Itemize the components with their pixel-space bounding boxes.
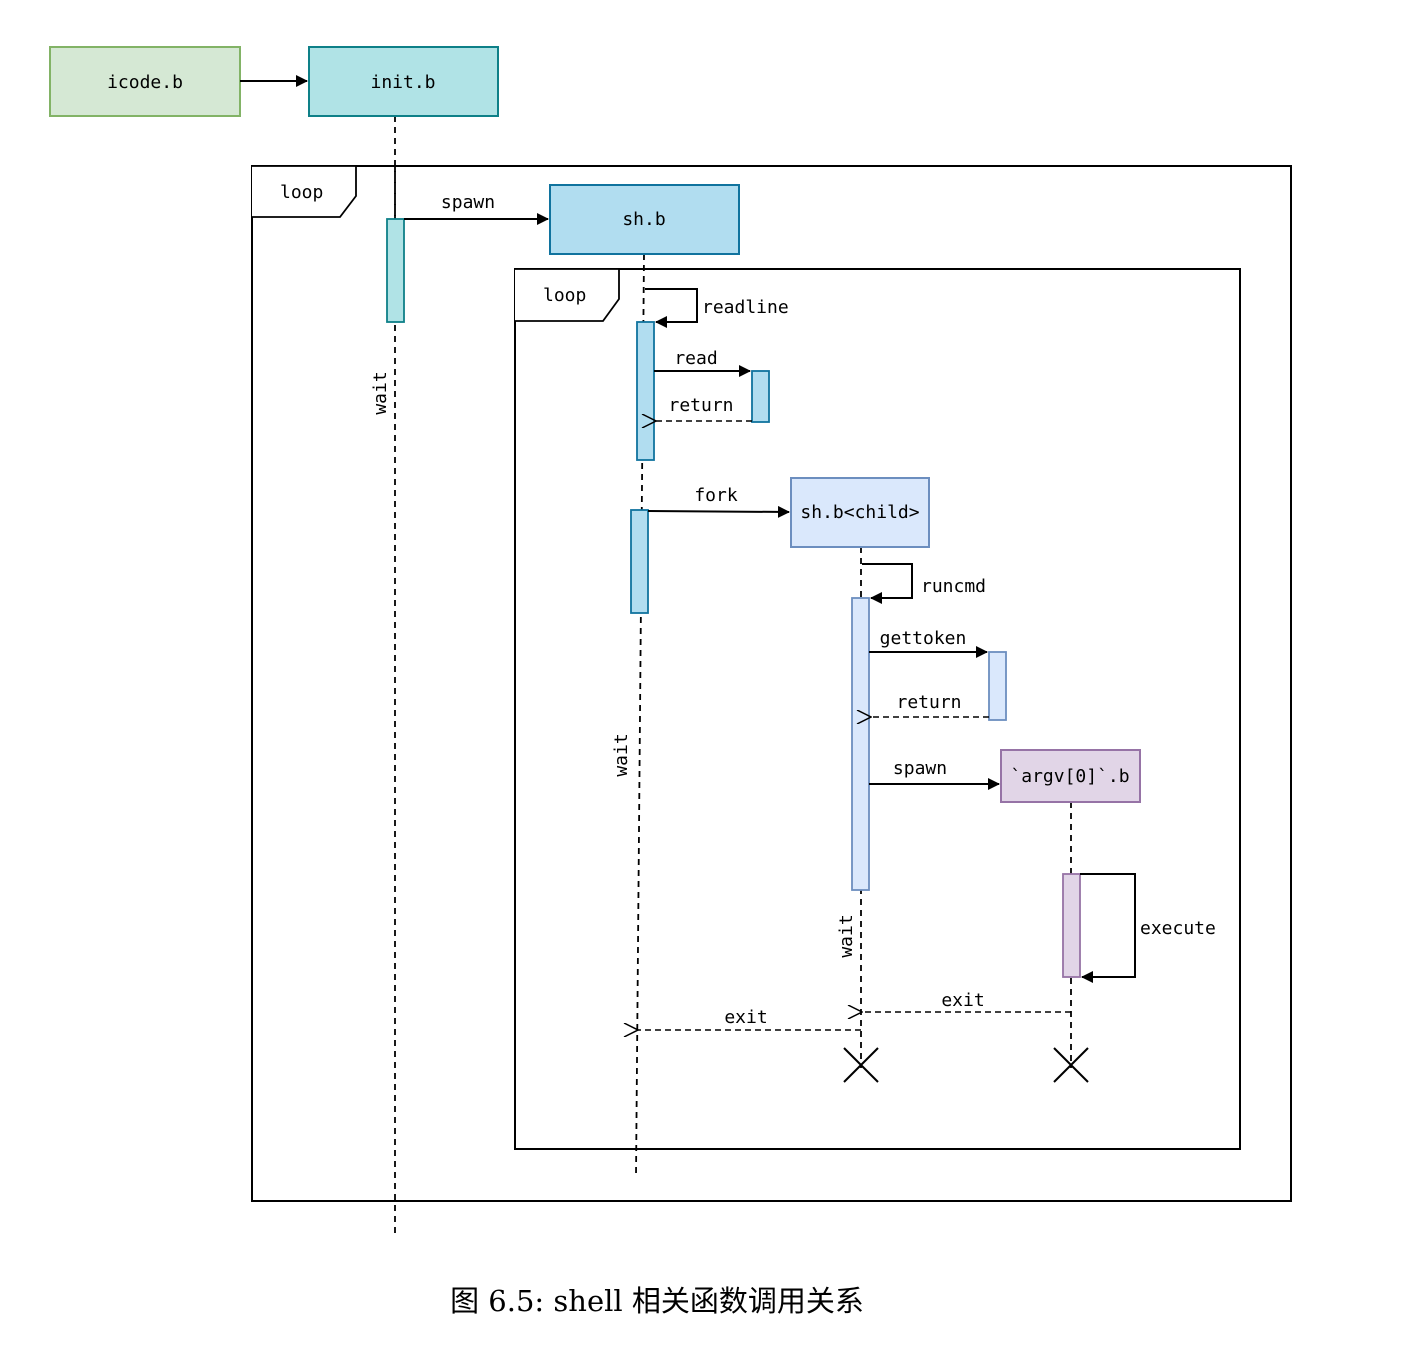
execute-label: execute: [1140, 918, 1216, 939]
argv-destroy-icon: [1053, 1047, 1089, 1083]
init-wait-label: wait: [370, 371, 391, 414]
runcmd-arrow: [862, 563, 913, 604]
outer-loop-frame: [251, 165, 1292, 1202]
sh-label: sh.b: [622, 209, 665, 230]
readline-label: readline: [702, 297, 789, 318]
init-label: init.b: [370, 72, 435, 93]
gettoken-activation: [988, 651, 1007, 721]
inner-loop-tab: [515, 268, 620, 322]
icode-participant: [49, 46, 241, 117]
spawn-argv-label: spawn: [893, 758, 947, 779]
read-label: read: [674, 348, 717, 369]
inner-loop-frame: [514, 268, 1241, 1150]
init-activation: [386, 218, 405, 323]
fork-label: fork: [694, 485, 738, 506]
argv-activation: [1062, 873, 1081, 978]
gettoken-return-label: return: [896, 692, 961, 713]
child-label: sh.b<child>: [800, 502, 919, 523]
child-participant: [790, 477, 930, 548]
child-destroy-icon: [843, 1047, 879, 1083]
read-activation: [751, 370, 770, 423]
child-activation: [851, 597, 870, 891]
exit-child-label: exit: [724, 1007, 767, 1028]
sh-activation-2: [630, 509, 649, 614]
sh-participant: [549, 184, 740, 255]
sh-wait-label: wait: [611, 733, 632, 776]
spawn-sh-label: spawn: [441, 192, 495, 213]
fork-arrow: [647, 505, 790, 518]
sh-activation-1: [636, 321, 655, 461]
argv-label: `argv[0]`.b: [1010, 766, 1129, 787]
gettoken-label: gettoken: [880, 628, 967, 649]
execute-arrow: [1080, 873, 1136, 983]
child-wait-label: wait: [836, 914, 857, 957]
outer-loop-tab: [252, 165, 357, 218]
outer-loop-label: loop: [280, 182, 323, 203]
inner-loop-label: loop: [543, 285, 586, 306]
runcmd-label: runcmd: [921, 576, 986, 597]
icode-label: icode.b: [107, 72, 183, 93]
exit-argv-label: exit: [941, 990, 984, 1011]
init-participant: [308, 46, 499, 117]
argv-participant: [1000, 749, 1141, 803]
figure-caption: 图 6.5: shell 相关函数调用关系: [450, 1284, 864, 1318]
read-return-label: return: [668, 395, 733, 416]
readline-arrow: [645, 288, 698, 328]
